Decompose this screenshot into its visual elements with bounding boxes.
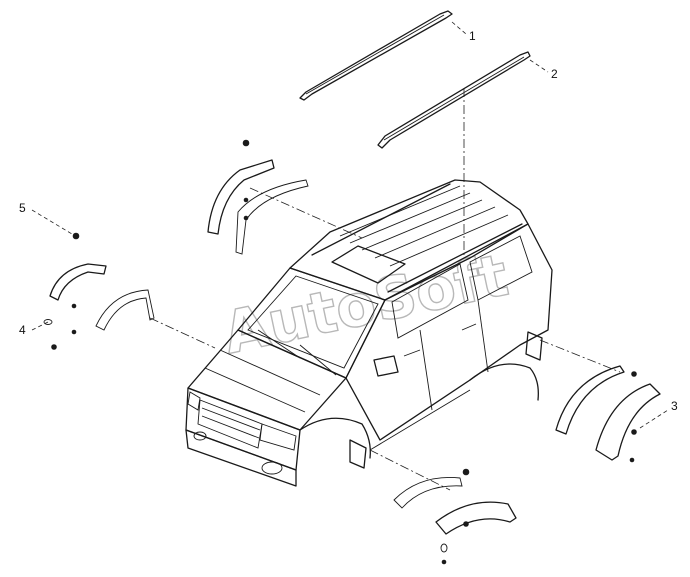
roof-rail-upper	[299, 10, 453, 101]
callout-2: 2	[551, 67, 558, 81]
callout-leaders	[31, 21, 669, 429]
callout-4: 4	[19, 323, 26, 337]
callout-3: 3	[671, 399, 678, 413]
watermark: AutoSoft	[217, 241, 513, 367]
callout-1: 1	[469, 29, 476, 43]
callout-5: 5	[19, 201, 26, 215]
front-arch-extension-left	[49, 232, 155, 335]
front-arch-extension-upper	[207, 139, 309, 255]
retaining-clip	[43, 319, 57, 350]
vehicle-body	[185, 179, 553, 487]
roof-rail-lower	[377, 51, 531, 149]
rear-arch-extension	[555, 365, 661, 463]
callout-labels: 1 2 3 4 5	[19, 29, 678, 413]
bottom-arch-extension	[393, 468, 517, 565]
assembly-lines	[149, 88, 621, 491]
